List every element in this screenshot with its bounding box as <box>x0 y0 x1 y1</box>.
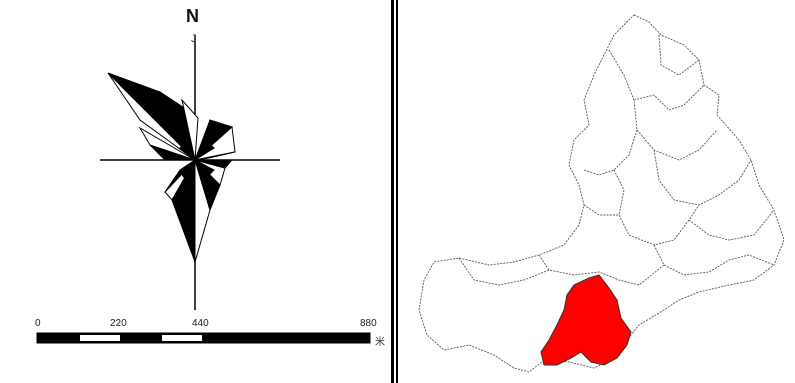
wind-rose-graphic <box>36 35 371 344</box>
scale-unit: 米 <box>375 337 385 348</box>
region-map-panel <box>399 0 795 383</box>
petal-center-4 <box>179 159 196 181</box>
north-label: N <box>186 6 199 26</box>
district-line-8 <box>538 254 665 286</box>
region-map <box>418 14 785 373</box>
district-line-7 <box>688 209 775 241</box>
petal-ese <box>194 159 234 169</box>
petal-w-white <box>138 126 196 161</box>
petal-center-2 <box>194 139 215 161</box>
petal-center-3 <box>193 158 215 179</box>
scale-tick-0: 0 <box>35 318 41 329</box>
wind-rose-petals <box>107 72 236 263</box>
petal-n-white <box>181 98 199 161</box>
scale-segment-white-2 <box>162 335 202 341</box>
scale-bar-outline <box>36 332 371 344</box>
petal-center-1 <box>179 139 197 162</box>
north-sublabel: J <box>191 33 197 45</box>
scale-bar <box>36 332 371 344</box>
district-line-6 <box>653 244 775 276</box>
district-line-1 <box>608 49 718 161</box>
district-line-4 <box>613 169 700 246</box>
district-line-9 <box>458 257 550 286</box>
center-divider <box>391 0 394 383</box>
scale-tick-440: 440 <box>192 318 209 329</box>
district-line-2 <box>583 129 638 176</box>
scale-tick-880: 880 <box>360 318 377 329</box>
center-divider-2 <box>396 0 398 383</box>
wind-rose-panel: N J 0 220 440 880 米 <box>0 0 391 383</box>
map-region-boundaries <box>418 14 785 373</box>
scale-tick-220: 220 <box>110 318 127 329</box>
map-outer-boundary <box>418 14 785 373</box>
district-line-11 <box>633 84 705 111</box>
petal-nw-white <box>107 72 196 161</box>
scale-segment-white-1 <box>80 335 120 341</box>
district-line-10 <box>658 34 700 76</box>
highlighted-region <box>540 274 632 366</box>
